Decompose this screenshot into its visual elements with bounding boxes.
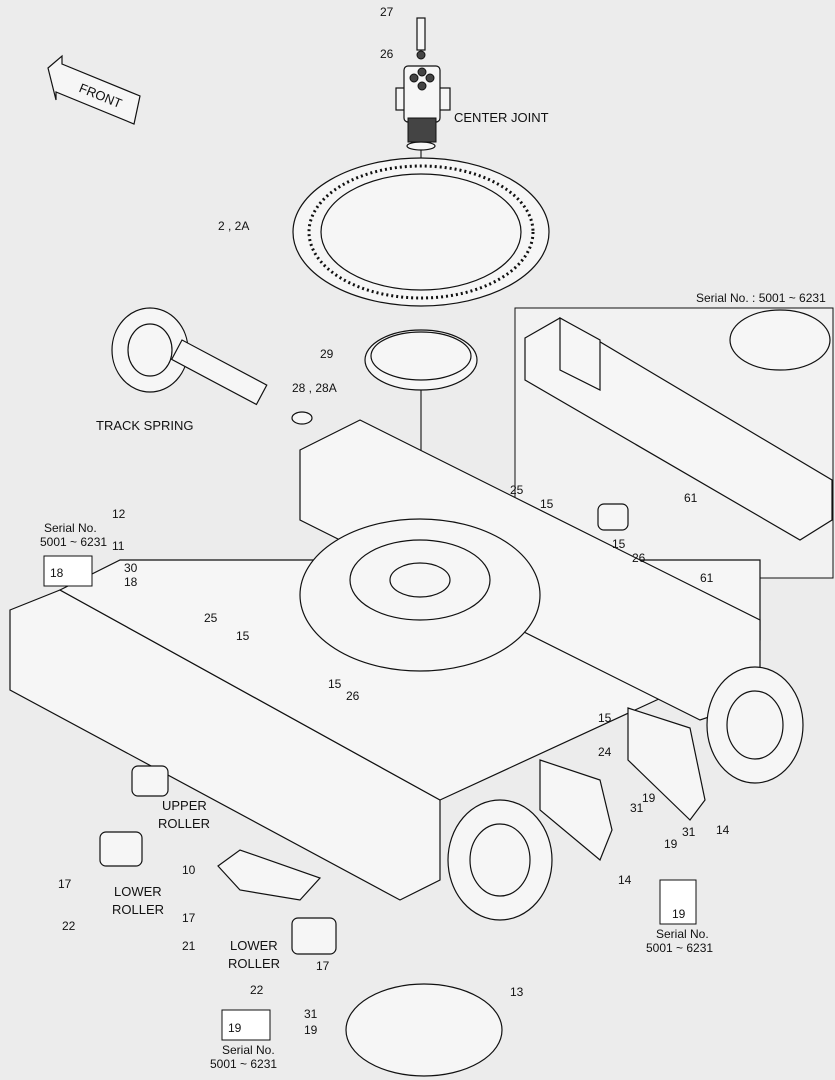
callout-5: 28 , 28A xyxy=(292,381,337,395)
callout-13: 26 xyxy=(632,551,646,565)
callout-9: 18 xyxy=(124,575,138,589)
caption-center-joint: CENTER JOINT xyxy=(454,110,549,125)
seal-ring xyxy=(364,329,478,572)
callout-31: 17 xyxy=(316,959,330,973)
callout-24: 14 xyxy=(618,873,632,887)
callout-1: 27 xyxy=(380,5,394,19)
callout-11: 15 xyxy=(540,497,554,511)
track-frame xyxy=(9,419,804,921)
callout-17: 15 xyxy=(236,629,250,643)
callout-26: 31 xyxy=(682,825,696,839)
callout-33: 17 xyxy=(58,877,72,891)
callout-8: 30 xyxy=(124,561,138,575)
front-arrow: FRONT xyxy=(47,54,141,125)
callout-36: 31 xyxy=(304,1007,318,1021)
callout-3: 2 , 2A xyxy=(218,219,249,233)
idler-and-track-spring xyxy=(111,307,313,425)
callout-15: 61 xyxy=(700,571,714,585)
callout-18: 15 xyxy=(328,677,342,691)
rollers xyxy=(99,503,629,955)
svg-text:Serial No.: Serial No. xyxy=(222,1043,275,1057)
inset-title: Serial No. : 5001 ~ 6231 xyxy=(696,291,826,305)
callout-37: 19 xyxy=(304,1023,318,1037)
caption-lower-roller-a2: ROLLER xyxy=(112,902,164,917)
caption-lower-roller-b2: ROLLER xyxy=(228,956,280,971)
track-covers xyxy=(345,707,706,1077)
callout-29: 17 xyxy=(182,911,196,925)
callout-19: 26 xyxy=(346,689,360,703)
caption-lower-roller-b1: LOWER xyxy=(230,938,278,953)
callout-32: 22 xyxy=(250,983,264,997)
serial-box-18: 18 Serial No. 5001 ~ 6231 xyxy=(40,521,107,587)
callout-22: 31 xyxy=(630,801,644,815)
callout-4: 29 xyxy=(320,347,334,361)
callout-12: 15 xyxy=(612,537,626,551)
svg-text:19: 19 xyxy=(672,907,686,921)
callout-35: 13 xyxy=(510,985,524,999)
callout-14: 61 xyxy=(684,491,698,505)
svg-text:19: 19 xyxy=(228,1021,242,1035)
caption-track-spring: TRACK SPRING xyxy=(96,418,194,433)
callout-25: 19 xyxy=(664,837,678,851)
callout-23: 19 xyxy=(642,791,656,805)
serial-box-19-bottom: 19 Serial No. 5001 ~ 6231 xyxy=(210,1009,277,1071)
swing-bearing xyxy=(292,157,550,307)
callout-6: 12 xyxy=(112,507,126,521)
callout-27: 14 xyxy=(716,823,730,837)
callout-2: 26 xyxy=(380,47,394,61)
callout-10: 25 xyxy=(510,483,524,497)
svg-text:5001 ~ 6231: 5001 ~ 6231 xyxy=(210,1057,277,1071)
center-joint xyxy=(395,17,451,232)
callout-21: 24 xyxy=(598,745,612,759)
svg-text:5001 ~ 6231: 5001 ~ 6231 xyxy=(40,535,107,549)
caption-upper-roller-1: UPPER xyxy=(162,798,207,813)
caption-upper-roller-2: ROLLER xyxy=(158,816,210,831)
callout-16: 25 xyxy=(204,611,218,625)
svg-text:Serial No.: Serial No. xyxy=(656,927,709,941)
serial-box-19-right: 19 Serial No. 5001 ~ 6231 xyxy=(646,879,713,955)
svg-text:18: 18 xyxy=(50,566,64,580)
callout-7: 11 xyxy=(112,539,125,553)
caption-lower-roller-a1: LOWER xyxy=(114,884,162,899)
svg-text:5001 ~ 6231: 5001 ~ 6231 xyxy=(646,941,713,955)
callout-30: 21 xyxy=(182,939,196,953)
callout-20: 15 xyxy=(598,711,612,725)
callout-34: 22 xyxy=(62,919,76,933)
svg-text:Serial No.: Serial No. xyxy=(44,521,97,535)
callout-28: 10 xyxy=(182,863,196,877)
